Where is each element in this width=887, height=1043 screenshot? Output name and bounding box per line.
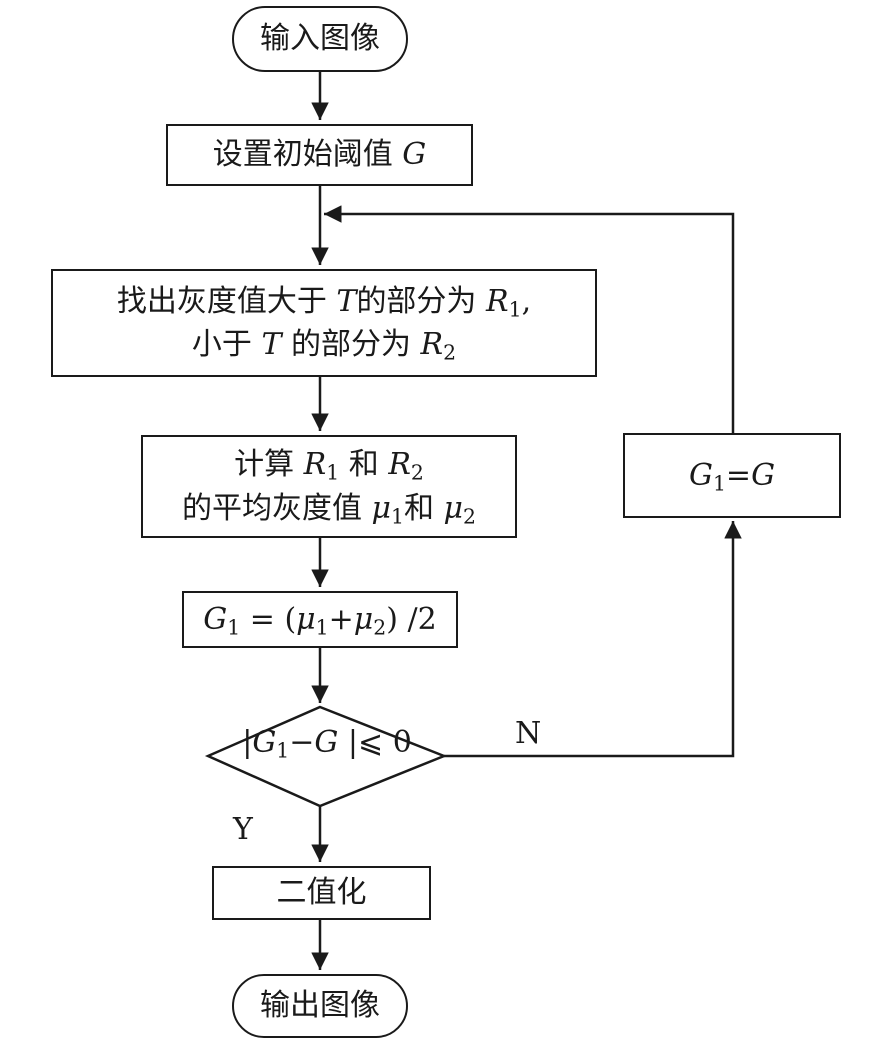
arrow-loop-back bbox=[324, 205, 735, 433]
update-formula: G1 = (μ1+μ2) /2 bbox=[203, 601, 437, 640]
start-label: 输入图像 bbox=[260, 21, 380, 57]
assign-formula: G1=G bbox=[688, 457, 776, 496]
mean-gray-box: 计算 R1 和 R2 的平均灰度值 μ1和 μ2 bbox=[141, 435, 517, 538]
split-line-2: 小于 T 的部分为 R2 bbox=[191, 327, 457, 365]
mean-line-1: 计算 R1 和 R2 bbox=[234, 447, 424, 485]
no-label: N bbox=[515, 716, 542, 751]
arrow-no-branch bbox=[444, 521, 742, 758]
end-label: 输出图像 bbox=[260, 988, 380, 1024]
init-threshold-label: 设置初始阈值 G bbox=[212, 137, 427, 173]
start-terminal: 输入图像 bbox=[232, 6, 408, 72]
binarize-box: 二值化 bbox=[212, 866, 431, 920]
init-threshold-box: 设置初始阈值 G bbox=[166, 124, 473, 186]
mean-line-2: 的平均灰度值 μ1和 μ2 bbox=[181, 490, 477, 529]
update-threshold-box: G1 = (μ1+μ2) /2 bbox=[182, 591, 458, 648]
yes-label: Y bbox=[233, 812, 253, 847]
decision-condition: |G1−G |⩽ 0 bbox=[242, 725, 412, 763]
binarize-label: 二值化 bbox=[276, 875, 367, 911]
assign-threshold-box: G1=G bbox=[623, 433, 841, 518]
end-terminal: 输出图像 bbox=[232, 974, 408, 1038]
split-line-1: 找出灰度值大于 T的部分为 R1, bbox=[116, 283, 532, 322]
split-regions-box: 找出灰度值大于 T的部分为 R1, 小于 T 的部分为 R2 bbox=[51, 269, 597, 377]
